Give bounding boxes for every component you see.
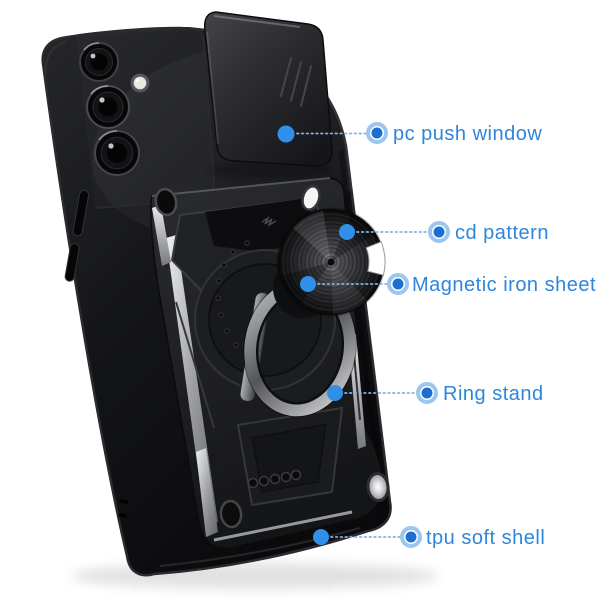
annotation-label-tpu-soft-shell: tpu soft shell — [426, 527, 545, 549]
lanyard-hole-right — [301, 185, 321, 211]
camera-flash — [130, 73, 150, 93]
disc-notch — [365, 241, 386, 276]
cover-grip-ridges — [280, 57, 312, 107]
pc-push-window-cover — [203, 11, 333, 167]
label-dot-cd-pattern — [433, 226, 445, 238]
marker-dot-pc-push-window — [277, 125, 295, 143]
label-dot-ring-stand — [421, 387, 433, 399]
camera-lens-2 — [86, 85, 130, 129]
bottom-port-slots — [118, 499, 129, 518]
annotations-layer: pc push window cd pattern Magnetic iron … — [277, 122, 596, 549]
label-dot-magnetic-iron-sheet — [392, 278, 404, 290]
screw-bottom-right — [366, 472, 390, 502]
marker-dot-tpu-soft-shell — [313, 529, 329, 545]
marker-dot-cd-pattern — [339, 224, 355, 240]
cd-pattern-magnetic-disc — [276, 207, 386, 317]
label-halo-ring-stand — [416, 382, 438, 404]
volume-button — [72, 189, 90, 237]
camera-lens-1 — [79, 42, 119, 82]
label-halo-tpu-soft-shell — [400, 526, 422, 548]
label-halo-pc-push-window — [366, 122, 388, 144]
camera-lens-3 — [94, 130, 140, 176]
power-button — [64, 243, 80, 282]
silver-bevel-top-left — [152, 205, 171, 266]
annotation-label-cd-pattern: cd pattern — [455, 222, 549, 244]
marker-dot-magnetic-iron-sheet — [300, 276, 316, 292]
silver-bevel-bottom-left — [196, 448, 218, 537]
honeycomb-vents — [247, 469, 302, 489]
screw-bottom-left — [219, 499, 243, 529]
label-halo-cd-pattern — [428, 221, 450, 243]
corner-hole-left — [154, 187, 178, 217]
rivets — [215, 240, 250, 348]
label-halo-magnetic-iron-sheet — [387, 273, 409, 295]
camera-island — [75, 26, 216, 209]
annotation-label-pc-push-window: pc push window — [393, 123, 542, 145]
marker-dot-ring-stand — [327, 385, 343, 401]
ground-shadow — [70, 563, 440, 589]
annotation-label-magnetic-iron-sheet: Magnetic iron sheet — [412, 274, 596, 296]
side-buttons — [64, 189, 90, 282]
annotation-label-ring-stand: Ring stand — [443, 383, 544, 405]
label-dot-pc-push-window — [371, 127, 383, 139]
label-dot-tpu-soft-shell — [405, 531, 417, 543]
